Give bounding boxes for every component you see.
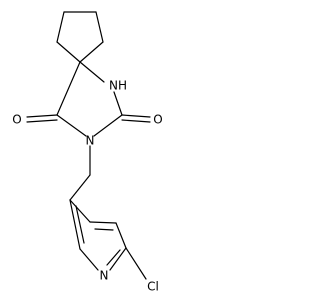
bond bbox=[79, 61, 105, 83]
bond bbox=[89, 221, 117, 224]
atom-label-o-right: O bbox=[153, 113, 162, 127]
atom-label-nh: NH bbox=[109, 79, 127, 93]
bond bbox=[69, 174, 91, 201]
bond bbox=[115, 222, 127, 249]
bond bbox=[95, 11, 104, 43]
bond bbox=[69, 199, 81, 250]
bond bbox=[56, 11, 65, 43]
bond bbox=[26, 114, 58, 118]
cyclopentane-ring bbox=[56, 11, 104, 63]
bond bbox=[56, 114, 87, 137]
carbonyl-right bbox=[121, 114, 151, 123]
atom-label-o-left: O bbox=[12, 113, 21, 127]
pyridine-ring bbox=[69, 199, 127, 271]
hydantoin-ring bbox=[56, 61, 123, 137]
atom-label-n-imide: N bbox=[86, 134, 95, 148]
methylene-linker bbox=[69, 145, 91, 201]
bond bbox=[75, 205, 85, 244]
bond bbox=[69, 199, 91, 223]
chemical-structure: NH N O O N Cl bbox=[12, 11, 163, 294]
atom-label-cl: Cl bbox=[147, 280, 159, 294]
bond bbox=[94, 228, 114, 231]
bond bbox=[56, 61, 81, 116]
bond bbox=[79, 41, 104, 63]
bond bbox=[79, 248, 99, 271]
bond bbox=[109, 247, 127, 271]
bond bbox=[106, 249, 121, 266]
bond bbox=[26, 119, 58, 123]
bond-c-cl bbox=[125, 247, 147, 280]
bond bbox=[93, 114, 123, 137]
bond bbox=[121, 119, 151, 123]
bond bbox=[56, 41, 81, 63]
bond bbox=[113, 91, 123, 116]
atom-label-n-pyridine: N bbox=[100, 269, 109, 283]
bond bbox=[121, 114, 151, 118]
carbonyl-left bbox=[26, 114, 58, 123]
